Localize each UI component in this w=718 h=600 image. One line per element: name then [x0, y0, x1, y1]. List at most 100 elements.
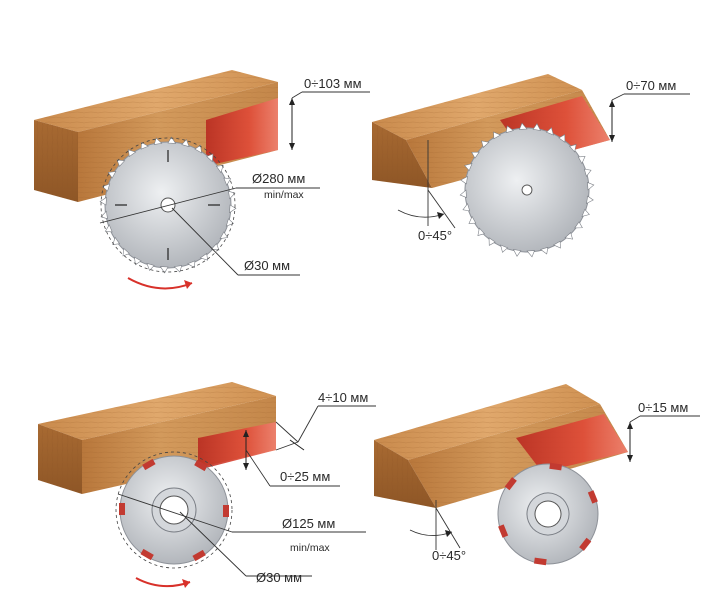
- blade-tooth: [459, 189, 467, 199]
- label-groove-width: 4÷10 мм: [318, 390, 368, 405]
- carbide-tip: [579, 537, 592, 551]
- rotation-arrowhead-3: [182, 579, 190, 588]
- carbide-tip: [504, 477, 517, 491]
- label-blade-diameter: Ø280 мм: [252, 171, 305, 186]
- groove-cutter-4: [497, 462, 599, 566]
- blade-tooth: [569, 144, 577, 153]
- carbide-tip: [549, 462, 563, 471]
- blade-tooth: [228, 190, 236, 200]
- carbide-tip: [498, 524, 509, 538]
- diameter-line-1: [99, 187, 237, 224]
- blade-tooth: [229, 204, 237, 214]
- blade-tooth: [134, 256, 142, 266]
- rotation-arrow-1: [127, 277, 193, 290]
- blade-tooth: [505, 125, 515, 134]
- label-cutter-diameter-note: min/max: [290, 542, 330, 554]
- label-tilt-angle-4: 0÷45°: [432, 548, 466, 563]
- blade-tooth: [558, 134, 566, 143]
- saw-blade-2: [459, 122, 595, 258]
- blade-tooth: [194, 144, 202, 154]
- blade-tooth: [481, 140, 490, 148]
- blade-outline-dashed-1: [100, 137, 236, 273]
- carbide-tip: [533, 557, 547, 566]
- blade-tooth: [167, 136, 177, 144]
- label-blade-diameter-note: min/max: [264, 189, 304, 201]
- blade-tooth: [116, 159, 126, 167]
- blade-tooth: [460, 175, 468, 185]
- blade-tooth: [100, 210, 108, 220]
- blade-tooth: [500, 244, 509, 253]
- label-tilt-angle-2: 0÷45°: [418, 228, 452, 243]
- panel-saw-straight: 0÷103 мм Ø280 мм min/max Ø30 мм: [34, 70, 370, 290]
- width-dimension-3: [289, 439, 305, 451]
- blade-tooth: [577, 156, 586, 165]
- carbide-tip: [194, 459, 208, 472]
- rotation-arrowhead-1: [184, 280, 192, 289]
- blade-tooth: [215, 164, 224, 174]
- label-groove-depth-4: 0÷15 мм: [638, 400, 688, 415]
- carbide-tip: [587, 490, 598, 504]
- blade-tooth: [146, 262, 155, 272]
- carbide-tip: [119, 503, 125, 515]
- blade-tooth: [104, 224, 113, 233]
- blade-tooth: [153, 137, 163, 145]
- blade-tooth: [552, 240, 561, 249]
- blade-tooth: [464, 163, 473, 172]
- blade-tooth: [159, 266, 169, 274]
- groove-face-3: [198, 422, 276, 470]
- blade-tooth: [187, 260, 196, 269]
- blade-tooth: [581, 208, 590, 217]
- label-groove-depth-3: 0÷25 мм: [280, 469, 330, 484]
- blade-tooth: [586, 195, 594, 205]
- panel-groover-straight: 4÷10 мм 0÷25 мм Ø125 мм min/max Ø30 мм: [38, 382, 376, 588]
- label-cut-depth-2: 0÷70 мм: [626, 78, 676, 93]
- blade-tooth: [587, 181, 595, 191]
- blade-tooth: [127, 149, 137, 158]
- label-bore-1: Ø30 мм: [244, 258, 290, 273]
- panel-groover-bevel: 0÷45° 0÷15 мм: [374, 384, 700, 566]
- carbide-tip: [192, 549, 206, 562]
- blade-tooth: [526, 250, 536, 258]
- blade-tooth: [493, 131, 502, 140]
- blade-tooth: [181, 138, 190, 148]
- blade-tooth: [545, 127, 554, 136]
- blade-tooth: [539, 246, 549, 255]
- blade-tooth: [173, 265, 183, 273]
- blade-tooth: [471, 151, 480, 159]
- blade-tooth: [225, 218, 235, 227]
- blade-tooth: [140, 141, 149, 150]
- blade-tooth: [532, 123, 542, 131]
- blade-tooth: [477, 227, 485, 236]
- blade-tooth: [583, 168, 592, 178]
- cut-face-1: [206, 98, 278, 166]
- blade-tooth: [488, 237, 496, 246]
- blade-tooth: [462, 202, 471, 212]
- blade-tooth: [99, 196, 107, 206]
- blade-tooth: [199, 252, 209, 261]
- blade-tooth: [518, 122, 528, 130]
- blade-tooth: [107, 171, 117, 179]
- blade-tooth: [206, 153, 214, 163]
- blade-tooth: [468, 215, 477, 224]
- carbide-tip: [223, 505, 229, 517]
- rotation-arrow-3: [135, 577, 191, 588]
- label-cutter-diameter: Ø125 мм: [282, 516, 335, 531]
- blade-tooth: [122, 247, 130, 257]
- label-bore-3: Ø30 мм: [256, 570, 302, 585]
- blade-tooth: [564, 232, 573, 240]
- carbide-tip: [140, 548, 154, 561]
- wood-beam-3: [38, 382, 276, 494]
- blade-tooth: [210, 243, 220, 251]
- panel-saw-bevel: 0÷45° 0÷70 мм: [372, 74, 690, 258]
- blade-tooth: [512, 249, 522, 257]
- angle-arc-2: [397, 209, 445, 218]
- groove-face-4: [516, 414, 628, 472]
- groove-cutter-3: [119, 455, 229, 565]
- cutter-outline-dashed-3: [115, 451, 233, 569]
- carbide-tip: [142, 458, 156, 471]
- blade-tooth: [219, 231, 229, 239]
- label-cut-depth-1: 0÷103 мм: [304, 76, 362, 91]
- blade-tooth: [101, 183, 111, 192]
